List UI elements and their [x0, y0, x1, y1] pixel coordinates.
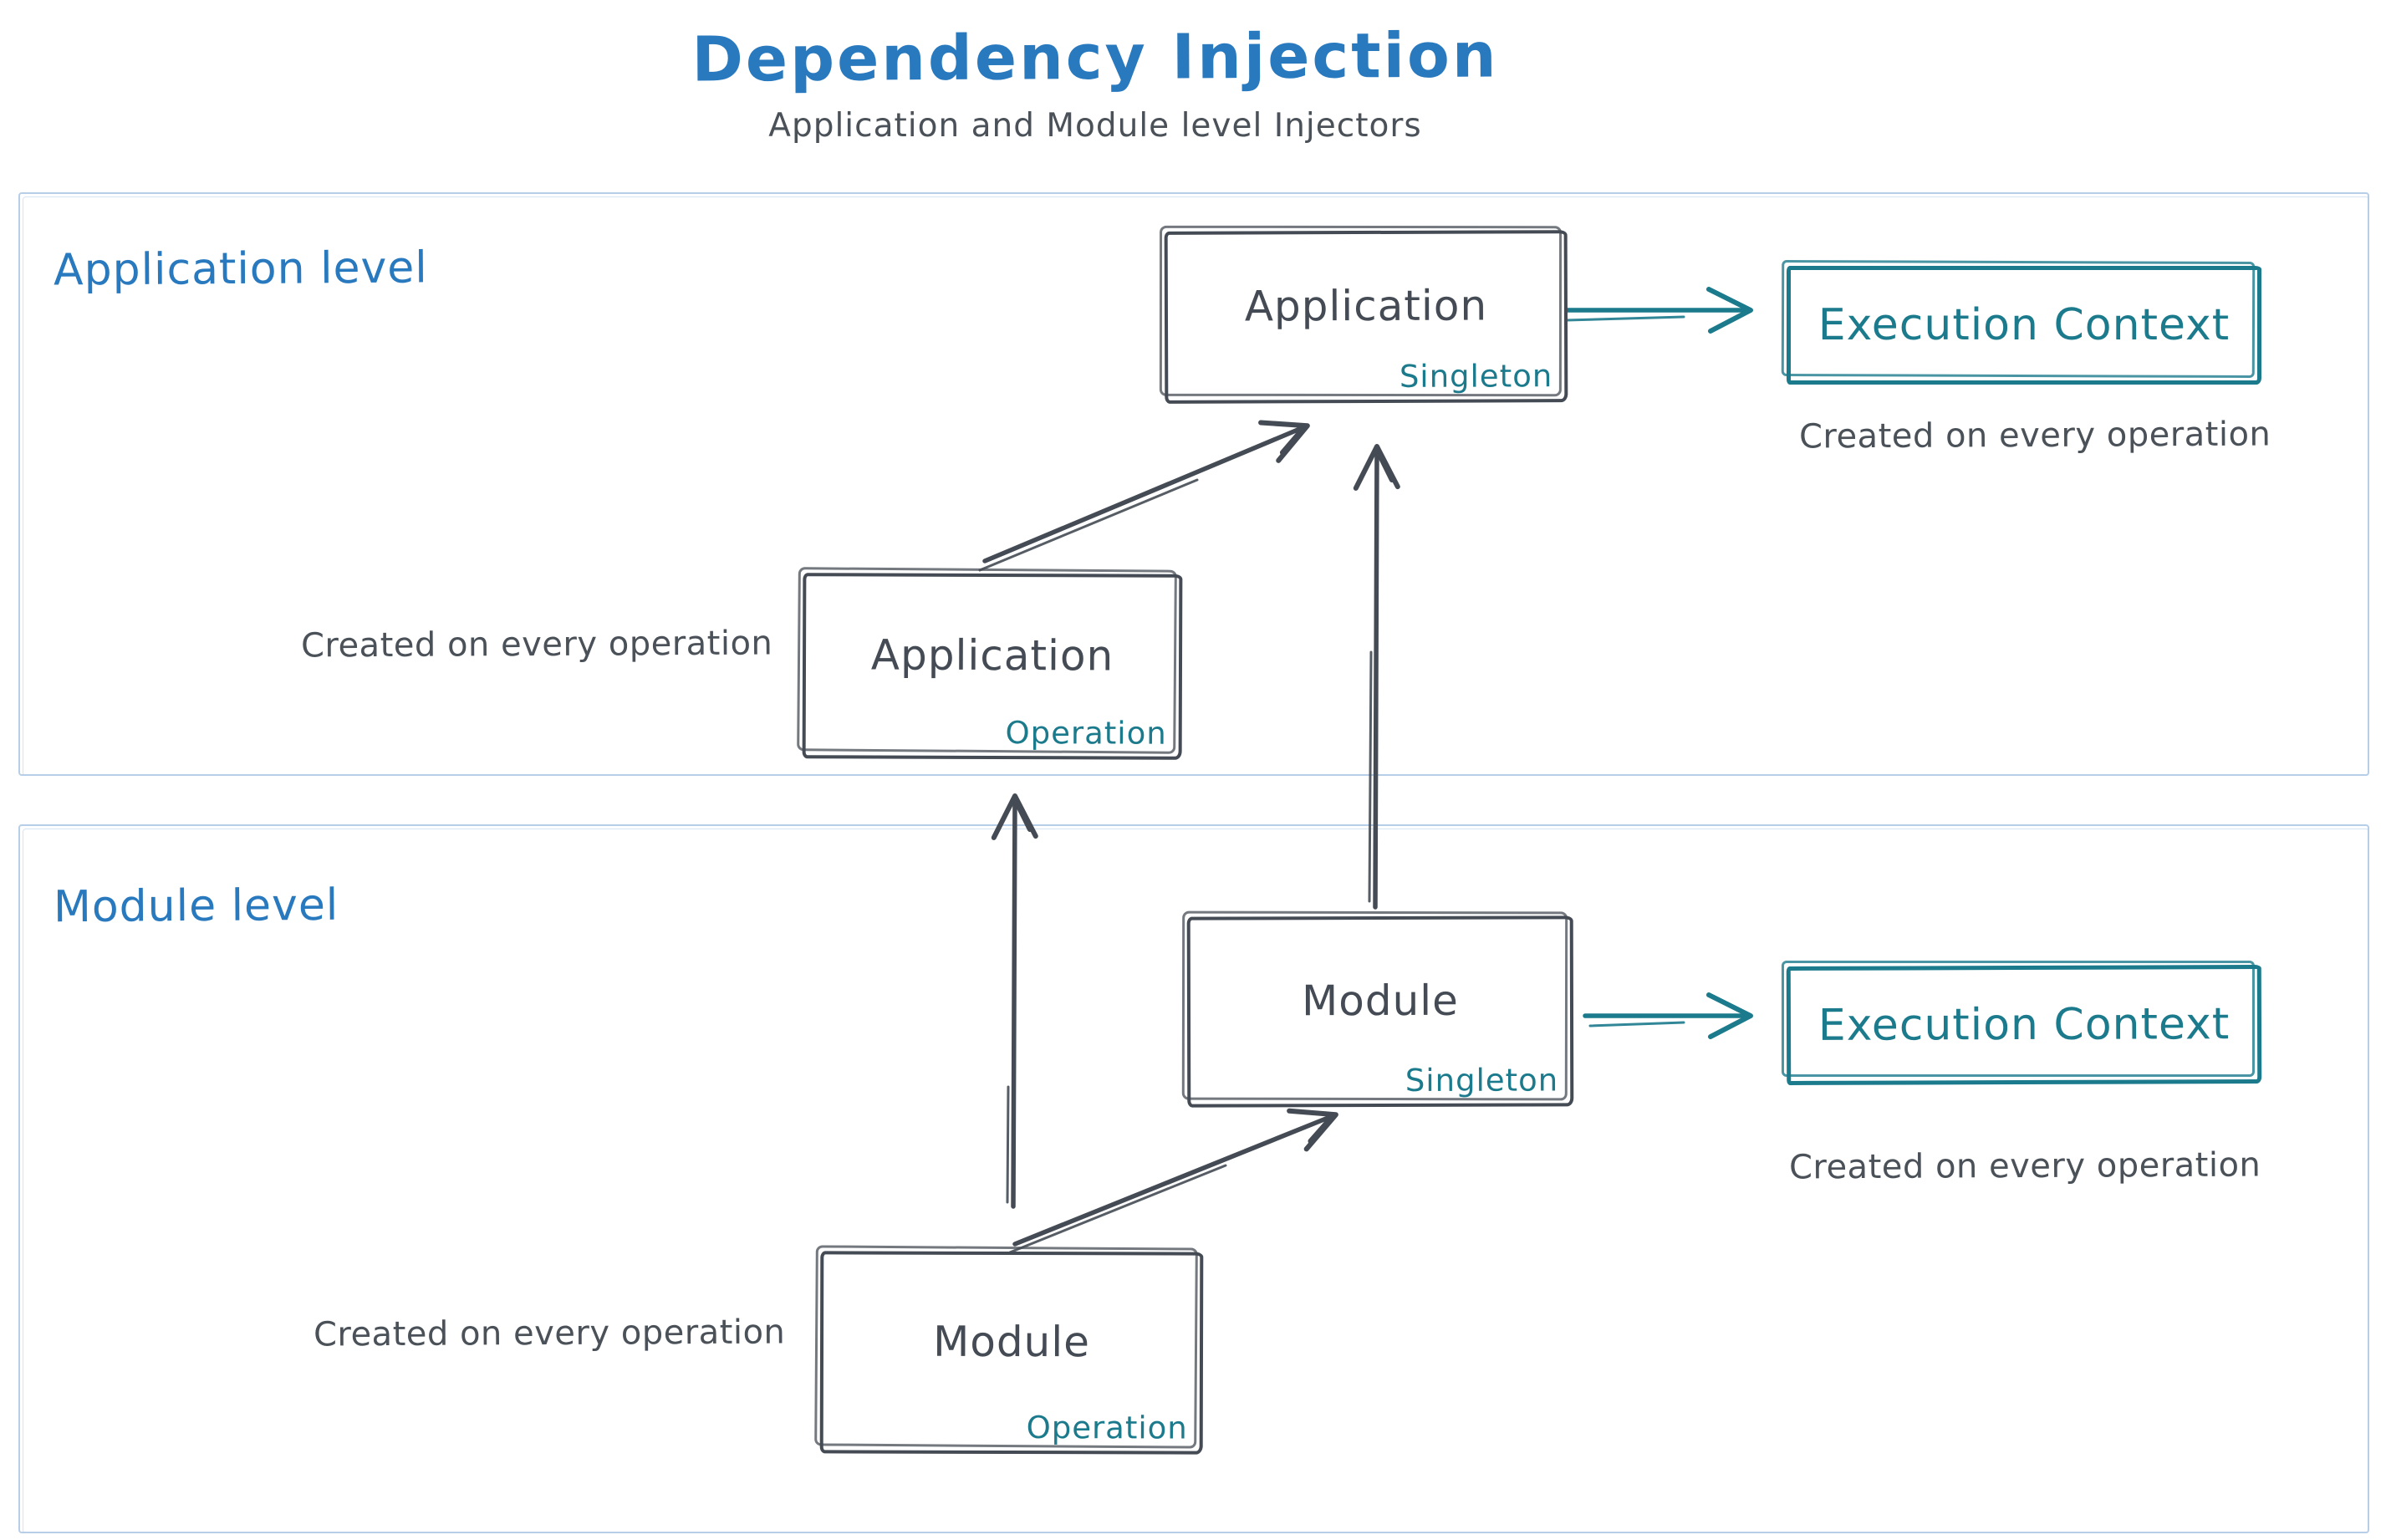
app-operation-title: Application — [870, 630, 1114, 681]
module-operation-node: Module Operation — [819, 1251, 1204, 1455]
app-singleton-tag: Singleton — [1399, 358, 1553, 395]
module-level-label: Module level — [53, 880, 339, 933]
app-operation-node: Application Operation — [802, 573, 1183, 760]
module-execution-context-node: Execution Context — [1786, 965, 2262, 1085]
module-singleton-title: Module — [1301, 976, 1459, 1026]
module-operation-tag: Operation — [1026, 1410, 1188, 1446]
app-execution-context-node: Execution Context — [1787, 266, 2261, 385]
module-operation-title: Module — [933, 1317, 1091, 1367]
module-execution-context-caption: Created on every operation — [1788, 1145, 2261, 1187]
app-singleton-node: Application Singleton — [1164, 230, 1568, 404]
module-singleton-tag: Singleton — [1405, 1062, 1559, 1099]
app-execution-context-caption: Created on every operation — [1798, 415, 2271, 456]
app-operation-caption: Created on every operation — [300, 624, 773, 665]
app-operation-tag: Operation — [1005, 715, 1167, 752]
application-level-label: Application level — [53, 242, 428, 296]
module-execution-context-title: Execution Context — [1818, 999, 2231, 1051]
diagram-title: Dependency Injection — [691, 19, 1499, 96]
diagram-subtitle: Application and Module level Injectors — [768, 107, 1422, 145]
module-singleton-node: Module Singleton — [1186, 915, 1574, 1108]
module-operation-caption: Created on every operation — [313, 1313, 786, 1354]
app-execution-context-title: Execution Context — [1818, 300, 2231, 350]
application-level-container — [18, 192, 2369, 776]
module-level-container — [18, 824, 2369, 1533]
app-singleton-title: Application — [1244, 281, 1488, 331]
